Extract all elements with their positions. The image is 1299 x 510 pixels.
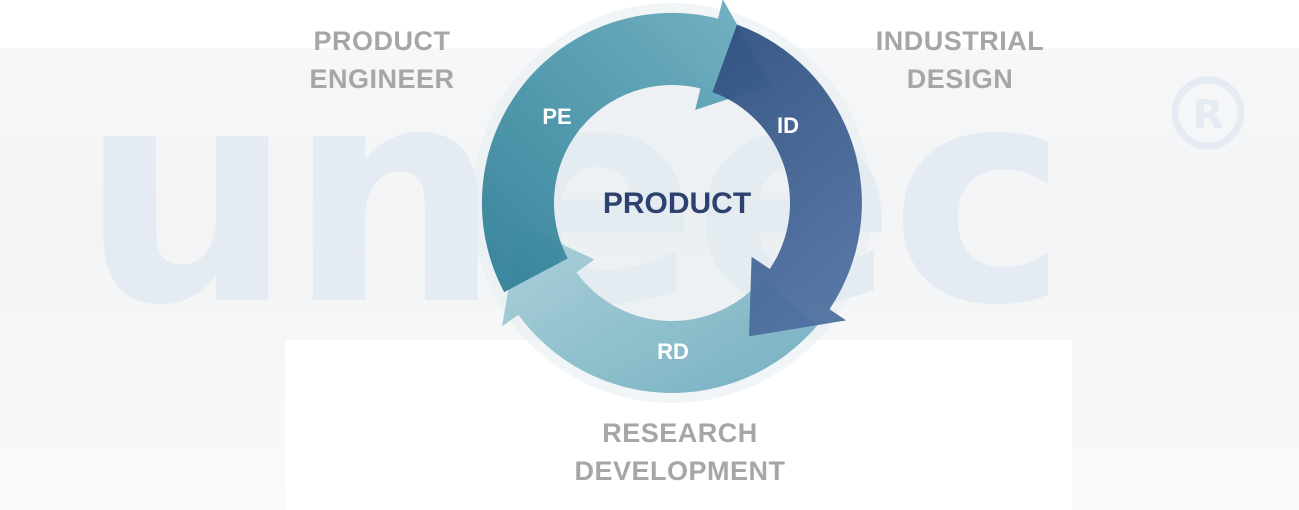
segment-title-line: DEVELOPMENT [574, 456, 786, 486]
segment-title-line: INDUSTRIAL [875, 26, 1045, 56]
segment-title-industrial-design: INDUSTRIAL DESIGN [845, 22, 1075, 98]
segment-title-line: RESEARCH [602, 418, 758, 448]
cycle-arrow-pe [481, 0, 771, 293]
segment-title-line: DESIGN [906, 64, 1014, 94]
segment-abbr-rd: RD [657, 339, 689, 364]
segment-title-product-engineer: PRODUCT ENGINEER [282, 22, 482, 98]
segment-title-research-development: RESEARCH DEVELOPMENT [540, 414, 820, 490]
segment-abbr-id: ID [777, 113, 799, 138]
background-band-lower-left [0, 340, 285, 510]
background-band-lower-right [1072, 340, 1299, 510]
segment-title-line: ENGINEER [309, 64, 455, 94]
center-product-label: PRODUCT [603, 187, 751, 220]
cycle-arrow-id [712, 24, 862, 337]
cycle-arrow-rd [502, 224, 818, 393]
segment-title-line: PRODUCT [313, 26, 451, 56]
segment-abbr-pe: PE [542, 104, 571, 129]
